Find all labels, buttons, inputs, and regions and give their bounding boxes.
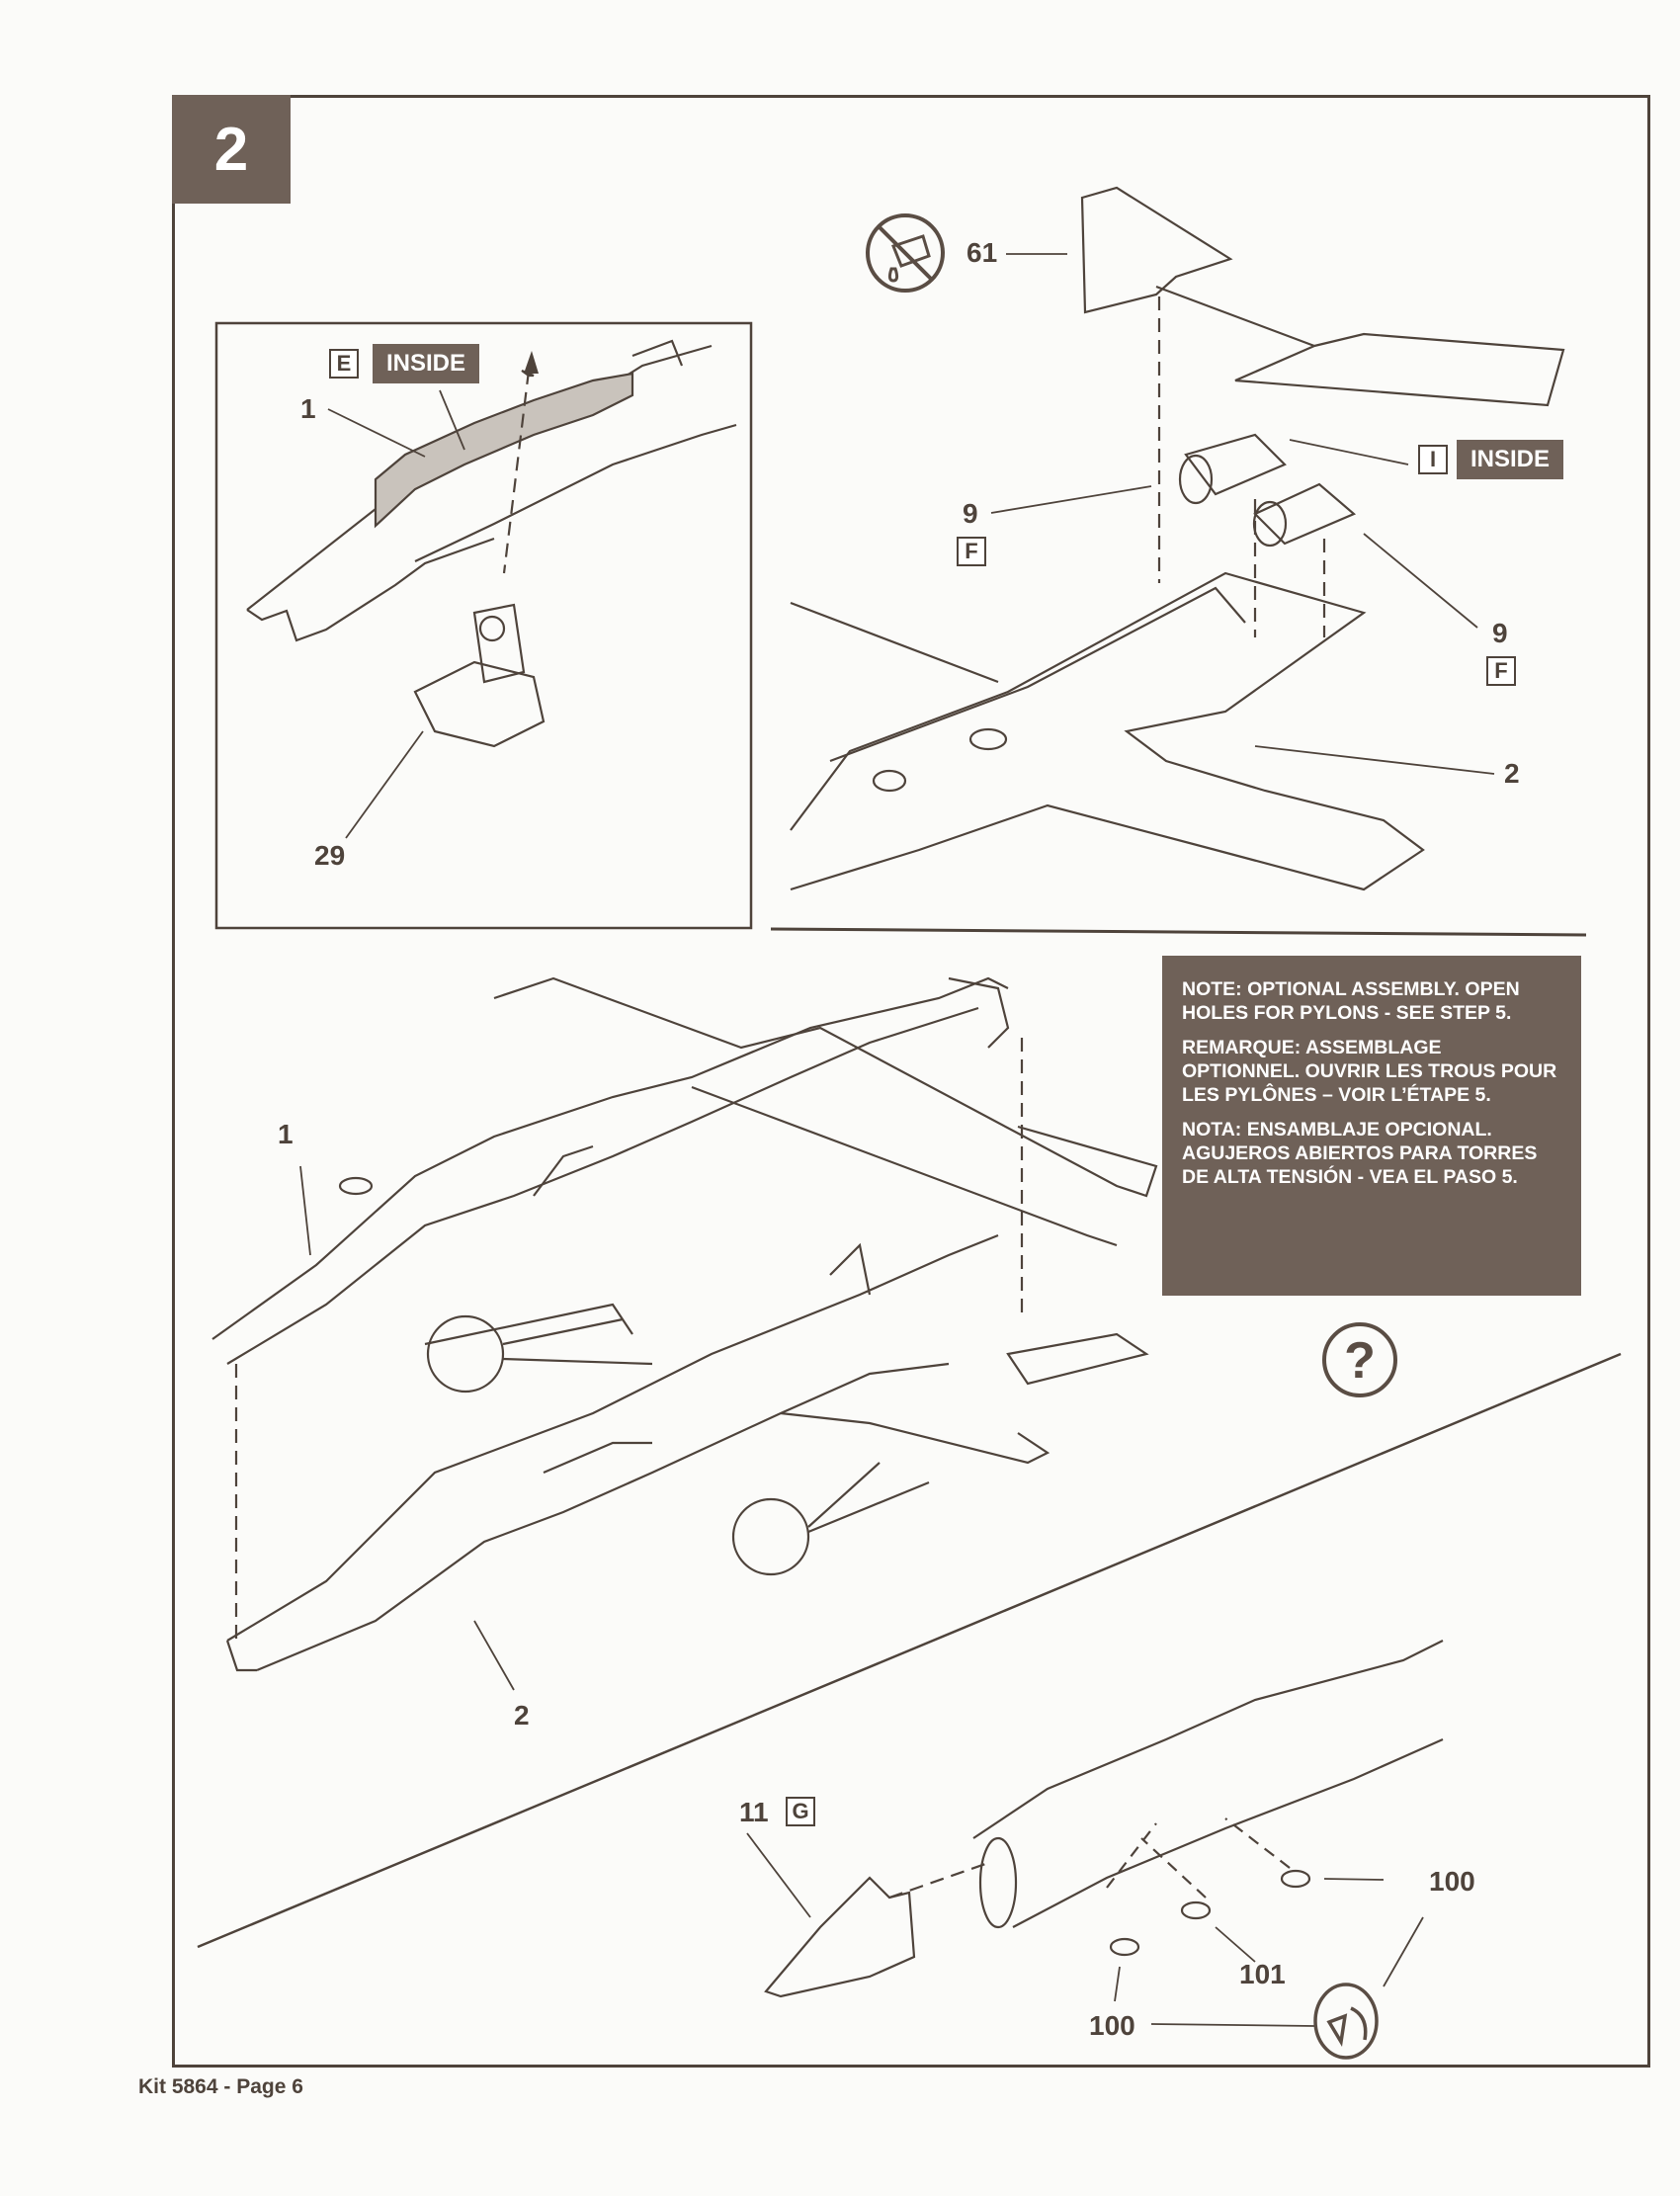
leader-9-left [990, 485, 1152, 514]
inside-label-tail: INSIDE [1457, 440, 1564, 479]
inset-box [214, 321, 753, 930]
part-label-1-inset: 1 [300, 393, 316, 424]
step-frame [172, 95, 1650, 2068]
inset-seat-part-29 [413, 603, 546, 748]
question-icon: ? [1320, 1320, 1399, 1404]
part-label-29: 29 [314, 840, 346, 871]
inset-fuselage-part-1 [246, 339, 737, 642]
divider-diagonal [197, 1352, 1622, 1949]
nozzle-part-9-left [1178, 433, 1287, 505]
leader-1-inset [327, 408, 426, 458]
fuselage-upper-part-1 [211, 976, 1158, 1365]
decal-letter-e: E [329, 349, 359, 379]
part-label-9-right: 9 [1492, 618, 1508, 648]
decal-letter-f-right: F [1486, 656, 1516, 686]
divider-horizontal [770, 927, 1587, 937]
inset-up-arrow [524, 351, 539, 374]
step-number-badge: 2 [172, 95, 291, 204]
note-spanish: NOTA: ENSAMBLAJE OPCIONAL. AGUJEROS ABIE… [1182, 1119, 1538, 1188]
drill-callout-upper [426, 1314, 505, 1394]
part-label-9-left: 9 [963, 498, 978, 529]
page-footer: Kit 5864 - Page 6 [138, 2075, 303, 2098]
leader-2-tail [1254, 745, 1495, 775]
decal-letter-g: G [786, 1797, 815, 1826]
part-101-shape [1180, 1900, 1212, 1920]
inside-label-inset: INSIDE [373, 344, 480, 383]
nozzle-part-9-right [1252, 482, 1357, 548]
decal-letter-i: I [1418, 445, 1448, 474]
note-french: REMARQUE: ASSEMBLAGE OPTIONNEL. OUVRIR L… [1182, 1037, 1557, 1106]
dash-nose [888, 1861, 989, 1900]
note-english: NOTE: OPTIONAL ASSEMBLY. OPEN HOLES FOR … [1182, 978, 1520, 1024]
leader-11 [746, 1832, 811, 1918]
part-100-left-shape [1109, 1937, 1140, 1957]
part-label-100-right: 100 [1429, 1866, 1475, 1897]
leader-inside-tail [1289, 439, 1409, 465]
part-label-2-tail: 2 [1504, 758, 1520, 789]
tail-fin-part-61 [1080, 186, 1565, 407]
fuselage-lower-part-2 [225, 1233, 1149, 1672]
svg-text:?: ? [1344, 1332, 1376, 1390]
optional-assembly-note: NOTE: OPTIONAL ASSEMBLY. OPEN HOLES FOR … [1162, 956, 1581, 1296]
nose-fuselage [972, 1640, 1444, 1929]
flip-over-icon [1311, 1981, 1381, 2067]
leader-29-inset [345, 730, 424, 839]
part-100-right-shape [1280, 1869, 1311, 1889]
part-label-61: 61 [966, 237, 998, 268]
decal-letter-f-left: F [957, 537, 986, 566]
leader-2-main [473, 1620, 515, 1691]
no-glue-icon [864, 211, 947, 299]
part-label-100-left: 100 [1089, 2010, 1135, 2041]
part-label-101: 101 [1239, 1959, 1286, 1989]
fuselage-part-2-tail [790, 571, 1425, 891]
leader-inside-inset [439, 389, 465, 451]
part-label-1-main: 1 [278, 1119, 294, 1149]
part-label-11: 11 [739, 1797, 769, 1827]
leader-9-right [1363, 533, 1478, 629]
inset-dashed-line [502, 370, 531, 574]
drill-callout-lower [731, 1497, 810, 1576]
part-label-2-main: 2 [514, 1700, 530, 1731]
leader-1-main [299, 1165, 311, 1256]
